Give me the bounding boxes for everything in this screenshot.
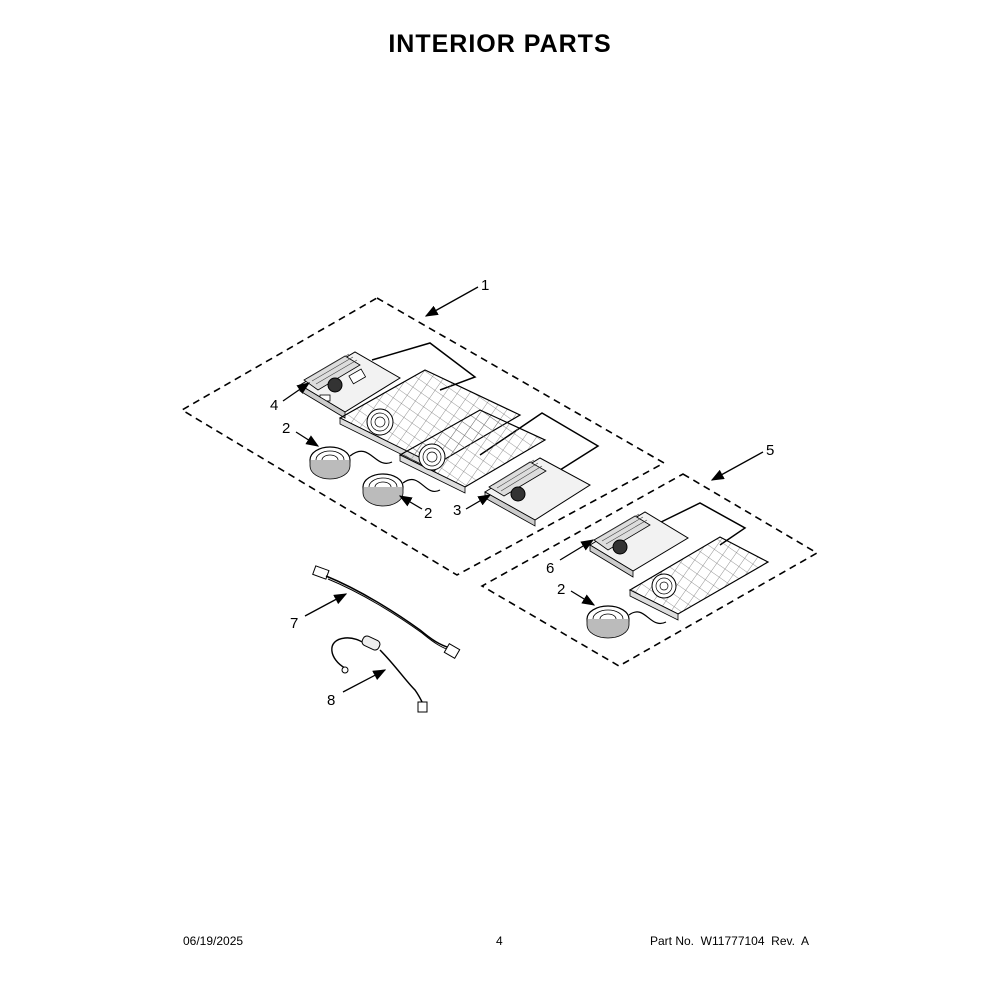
footer-date: 06/19/2025 bbox=[183, 934, 244, 948]
callout-6: 6 bbox=[546, 560, 554, 577]
footer-page-number: 4 bbox=[496, 934, 503, 948]
callout-arrow-6 bbox=[559, 539, 595, 561]
induction-coil-part-2c bbox=[586, 605, 667, 639]
callout-7: 7 bbox=[290, 615, 298, 632]
callout-arrow-4 bbox=[282, 382, 311, 402]
callout-arrow-2c bbox=[570, 590, 596, 606]
wire-harness-part-8 bbox=[331, 635, 428, 713]
assembly-5-tray bbox=[628, 536, 770, 621]
callout-2b: 2 bbox=[424, 505, 432, 522]
callout-arrow-2b bbox=[398, 495, 423, 510]
callout-5: 5 bbox=[766, 442, 774, 459]
callout-2c: 2 bbox=[557, 581, 565, 598]
induction-coil-part-2b bbox=[362, 473, 441, 507]
wire-harness-part-7 bbox=[312, 565, 461, 660]
callout-3: 3 bbox=[453, 502, 461, 519]
callout-arrow-2a bbox=[295, 431, 320, 447]
callout-4: 4 bbox=[270, 397, 278, 414]
assembly-1-connector-upper bbox=[371, 342, 477, 391]
callout-2a: 2 bbox=[282, 420, 290, 437]
callout-arrow-5 bbox=[710, 451, 764, 481]
callout-arrow-7 bbox=[304, 593, 348, 617]
footer-part-number: Part No. W11777104 Rev. A bbox=[650, 934, 809, 948]
callout-1: 1 bbox=[481, 277, 489, 294]
callout-arrow-8 bbox=[342, 669, 387, 693]
assembly-5-connector bbox=[654, 502, 747, 546]
callout-arrow-3 bbox=[465, 494, 492, 510]
assembly-1-outline bbox=[180, 297, 666, 576]
control-board-part-3 bbox=[484, 457, 591, 527]
callout-arrow-1 bbox=[424, 286, 479, 317]
page-title: INTERIOR PARTS bbox=[388, 30, 612, 58]
induction-coil-part-2a bbox=[309, 446, 393, 480]
lower-tray bbox=[398, 409, 547, 494]
assembly-5-outline bbox=[480, 473, 819, 667]
callout-8: 8 bbox=[327, 692, 335, 709]
control-board-part-6 bbox=[589, 511, 689, 578]
